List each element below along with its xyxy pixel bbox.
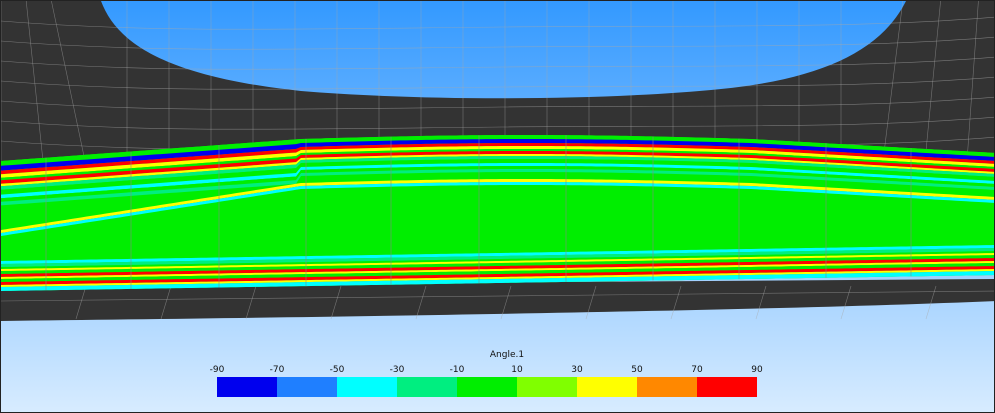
- ply-stripe: [1, 154, 994, 187]
- legend-tick-label: -30: [389, 365, 405, 375]
- mesh-line: [1, 116, 994, 130]
- lower-shell: [1, 279, 994, 321]
- mesh-line: [1, 96, 994, 110]
- mesh-line: [840, 285, 852, 320]
- ply-stripe: [1, 261, 994, 279]
- mesh-line: [51, 1, 86, 162]
- ply-stripe: [1, 166, 994, 202]
- ply-stripe: [1, 143, 994, 175]
- legend-colorbar: [217, 377, 757, 397]
- mesh-line: [75, 285, 87, 320]
- ply-stripe: [1, 258, 994, 277]
- colorbar-segment: [517, 377, 577, 397]
- ply-stripe: [1, 182, 994, 236]
- ply-element-edges: [45, 135, 912, 291]
- ply-stripe: [1, 149, 994, 181]
- legend-title: Angle.1: [489, 350, 525, 360]
- ply-stripe: [1, 156, 994, 190]
- mesh-line: [1, 36, 994, 50]
- legend-tick-label: 10: [511, 365, 523, 375]
- legend-tick-label: -50: [329, 365, 345, 375]
- mesh-line: [670, 285, 682, 320]
- mesh-line: [160, 285, 172, 320]
- mesh-line: [585, 285, 597, 320]
- structural-mesh-surface: [1, 1, 994, 321]
- ply-stripe: [1, 159, 994, 195]
- legend-tick-label: -10: [449, 365, 465, 375]
- mesh-line: [330, 285, 342, 320]
- mesh-line: [1, 76, 994, 90]
- mesh-line: [25, 1, 44, 162]
- legend-tick-label: -70: [269, 365, 285, 375]
- legend-tick-label: 30: [571, 365, 583, 375]
- legend-tick-label: 70: [691, 365, 703, 375]
- ply-stripe: [1, 266, 994, 285]
- ply-stripe: [1, 248, 994, 267]
- ply-stripe: [1, 151, 994, 184]
- colorbar-segment: [577, 377, 637, 397]
- mesh-line: [415, 285, 427, 320]
- colorbar-segment: [397, 377, 457, 397]
- ply-stripe: [1, 146, 994, 178]
- ply-stripe: [1, 139, 994, 171]
- mesh-line: [1, 16, 994, 30]
- ply-stripe: [1, 263, 994, 282]
- ply-stripe: [1, 245, 994, 264]
- mesh-line: [500, 285, 512, 320]
- mesh-grid-lines: [1, 1, 994, 320]
- legend-tick-label: -90: [209, 365, 225, 375]
- ply-stripe: [1, 179, 994, 233]
- colorbar-segment: [217, 377, 277, 397]
- mesh-line: [1, 290, 994, 302]
- colorbar-segment: [637, 377, 697, 397]
- mesh-line: [245, 285, 257, 320]
- mesh-line: [755, 285, 767, 320]
- colorbar-segment: [697, 377, 757, 397]
- upper-shell: [1, 1, 994, 161]
- mesh-line: [924, 1, 941, 162]
- ply-stripe: [1, 253, 994, 271]
- ply-stripe: [1, 269, 994, 287]
- colorbar-segment: [277, 377, 337, 397]
- colorbar-segment: [337, 377, 397, 397]
- legend-tick-label: 50: [631, 365, 643, 375]
- ply-stripe: [1, 271, 994, 291]
- ply-stripe: [1, 135, 994, 166]
- legend-tick-label: 90: [751, 365, 763, 375]
- composite-ply-layers: [1, 135, 994, 291]
- colorbar-segment: [457, 377, 517, 397]
- mesh-line: [882, 1, 904, 162]
- mesh-line: [966, 1, 979, 162]
- ply-stripe: [1, 163, 994, 199]
- mesh-line: [1, 56, 994, 70]
